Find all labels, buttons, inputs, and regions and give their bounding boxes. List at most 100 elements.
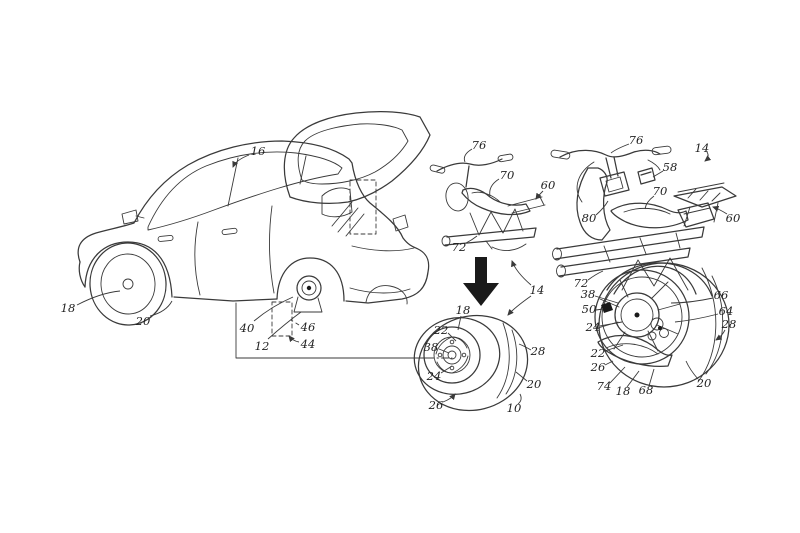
- ref-numeral-unicycle-80: 80: [582, 211, 597, 225]
- leader-unicycle-18: [626, 370, 640, 388]
- front-rim: [100, 253, 156, 315]
- receiver-ghost-box: [271, 301, 293, 337]
- leader-car-44: [288, 335, 300, 343]
- uni-hub-inner: [620, 298, 654, 332]
- ref-numeral-unicycle-74: 74: [597, 379, 612, 393]
- uni-rail-joiners: [603, 232, 681, 263]
- leader-wheel_detail-26: [442, 393, 456, 403]
- rear-axle-center: [306, 285, 312, 291]
- ref-numeral-unicycle-50: 50: [582, 302, 597, 316]
- ref-numeral-wheel_detail-24: 24: [426, 369, 442, 383]
- uni-battery-box: [677, 202, 715, 228]
- leader-unicycle-22: [604, 344, 624, 352]
- folded-seat-top: [471, 191, 501, 203]
- uni-upper-rail: [554, 226, 705, 260]
- lug-4: [461, 352, 467, 358]
- unicycle-drawing: [550, 145, 737, 388]
- leader-unicycle-66: [670, 297, 714, 304]
- uni-clamp: [601, 302, 613, 313]
- interior-hatching: [331, 201, 365, 237]
- rocker-sill: [173, 296, 278, 302]
- front-wheel-arch: [84, 241, 173, 298]
- callout-connector-line: [235, 302, 428, 359]
- uni-fender-arc-inner: [613, 265, 697, 295]
- ref-numeral-car-46: 46: [300, 320, 316, 334]
- wheel-hub-center: [447, 350, 457, 360]
- leader-car-18: [76, 290, 121, 306]
- ref-numeral-car-16: 16: [251, 144, 266, 158]
- liftgate-window: [297, 123, 409, 185]
- folded-skids: [485, 240, 527, 251]
- uni-brake-lever: [647, 159, 661, 171]
- quarter-window-divider: [299, 155, 307, 185]
- front-hub: [122, 278, 134, 290]
- leader-wheel_detail-28: [518, 343, 532, 351]
- folded-left-grip: [429, 164, 446, 174]
- folded-trellis: [469, 208, 524, 236]
- ref-numeral-unicycle-58: 58: [663, 160, 678, 174]
- uni-seat-crease: [623, 207, 671, 215]
- rear-hub-inner: [301, 280, 317, 296]
- ref-numeral-wheel_detail-10: 10: [507, 401, 522, 415]
- folded-headlight: [445, 182, 469, 212]
- leader-wheel_detail-18: [457, 315, 462, 331]
- rail-end-cap: [441, 235, 451, 247]
- ref-numeral-folded_scooter-70: 70: [500, 168, 515, 182]
- wheel-hub-ring: [442, 345, 462, 365]
- uni-left-grip: [550, 149, 571, 160]
- uni-seat: [610, 202, 689, 229]
- uni-handlebar: [559, 149, 661, 158]
- rear-seatback: [321, 187, 353, 218]
- folded-stem: [465, 165, 470, 188]
- leader-unicycle-24: [599, 321, 623, 327]
- ref-numeral-unicycle-38: 38: [581, 287, 596, 301]
- down-arrow-icon: [463, 257, 499, 306]
- leader-unicycle-70: [644, 195, 655, 210]
- ref-numeral-wheel_detail-26: 26: [428, 398, 444, 412]
- uni-caliper-dot: [658, 326, 662, 330]
- uni-rim-inner: [601, 276, 683, 358]
- ref-numeral-unicycle-20: 20: [696, 376, 712, 390]
- ref-numeral-unicycle-66: 66: [714, 288, 729, 302]
- leader-folded_scooter-72: [465, 235, 478, 244]
- taillight: [392, 214, 409, 232]
- uni-stem: [605, 156, 619, 179]
- side-glass: [147, 151, 343, 231]
- uni-cable: [576, 161, 595, 203]
- leader-folded_scooter-76: [463, 148, 473, 163]
- bumper-crease-lower: [349, 287, 411, 294]
- ref-numeral-unicycle-70: 70: [653, 184, 668, 198]
- uni-trellis: [621, 257, 689, 291]
- uni-caliper-3: [647, 331, 657, 341]
- leader-wheel_detail-38: [438, 348, 450, 354]
- uni-battery-line: [683, 207, 711, 215]
- ref-numeral-wheel_detail-28: 28: [530, 344, 546, 358]
- car-drawing: [77, 110, 453, 359]
- b-pillar: [227, 157, 239, 207]
- uni-flap-crease: [605, 343, 659, 355]
- ref-numeral-wheel_detail-38: 38: [424, 340, 439, 354]
- bumper-crease-upper: [351, 245, 415, 252]
- ref-numeral-unicycle-64: 64: [719, 304, 734, 318]
- uni-upper-rail-cap: [552, 247, 562, 261]
- uni-caliper-1: [650, 317, 664, 331]
- leader-car-46: [290, 319, 300, 326]
- folded-scooter-drawing: [429, 153, 546, 251]
- leader-unicycle-74: [609, 366, 626, 384]
- tire-sidewall-lines: [496, 322, 518, 399]
- front-door-seam: [194, 221, 201, 296]
- leader-unicycle-14: [704, 151, 712, 162]
- uni-detachable-module: [637, 167, 656, 185]
- ref-numeral-car-18: 18: [61, 301, 76, 315]
- leader-wheel_detail-20: [515, 371, 528, 382]
- leader-unicycle-20: [685, 360, 699, 380]
- uni-head-display: [605, 176, 624, 193]
- ref-numeral-car-40: 40: [239, 321, 255, 335]
- ref-numeral-wheel_detail-22: 22: [433, 323, 449, 337]
- uni-rim-face: [594, 269, 690, 365]
- wheel-rim: [423, 326, 481, 384]
- rear-wheel-arch: [276, 257, 345, 302]
